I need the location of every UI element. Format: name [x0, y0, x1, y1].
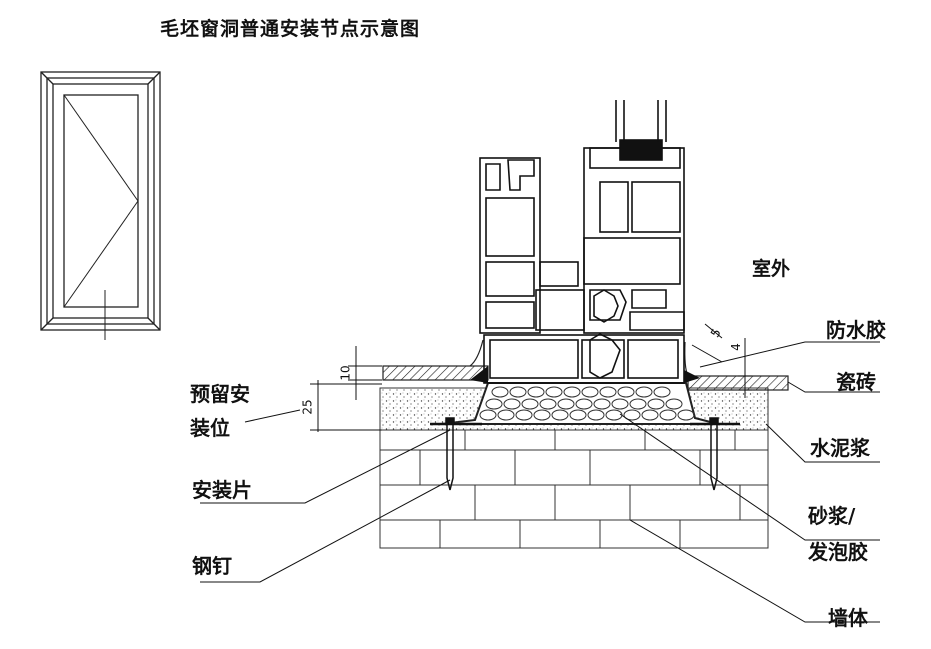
label-tile: 瓷砖 [836, 370, 876, 394]
leader-lines [200, 341, 880, 623]
foam-cavity [441, 382, 719, 425]
label-steel-nail: 钢钉 [192, 554, 232, 578]
label-reserved-line1: 预留安 [190, 382, 250, 406]
dim-10: 10 [338, 365, 353, 381]
install-pieces-and-nails [430, 417, 740, 491]
window-elevation-icon [40, 71, 161, 340]
label-foam-line2: 发泡胶 [808, 540, 868, 564]
label-reserved-line2: 装位 [190, 416, 230, 440]
floor-tiles [382, 339, 789, 391]
window-frame-profile [479, 100, 685, 384]
brick-wall [379, 429, 769, 549]
diagram-title: 毛坯窗洞普通安装节点示意图 [160, 18, 421, 40]
label-mortar-line1: 砂浆/ [808, 504, 856, 528]
label-install-piece: 安装片 [192, 478, 252, 502]
dim-25: 25 [300, 399, 315, 415]
label-waterproof-glue: 防水胶 [826, 318, 886, 342]
waterproof-glue-beads [470, 366, 700, 383]
dimension-lines [310, 323, 752, 432]
dim-4: 4 [728, 343, 743, 351]
label-cement-mortar: 水泥浆 [810, 436, 870, 460]
label-wall: 墙体 [828, 606, 868, 630]
label-outdoor: 室外 [752, 258, 791, 280]
